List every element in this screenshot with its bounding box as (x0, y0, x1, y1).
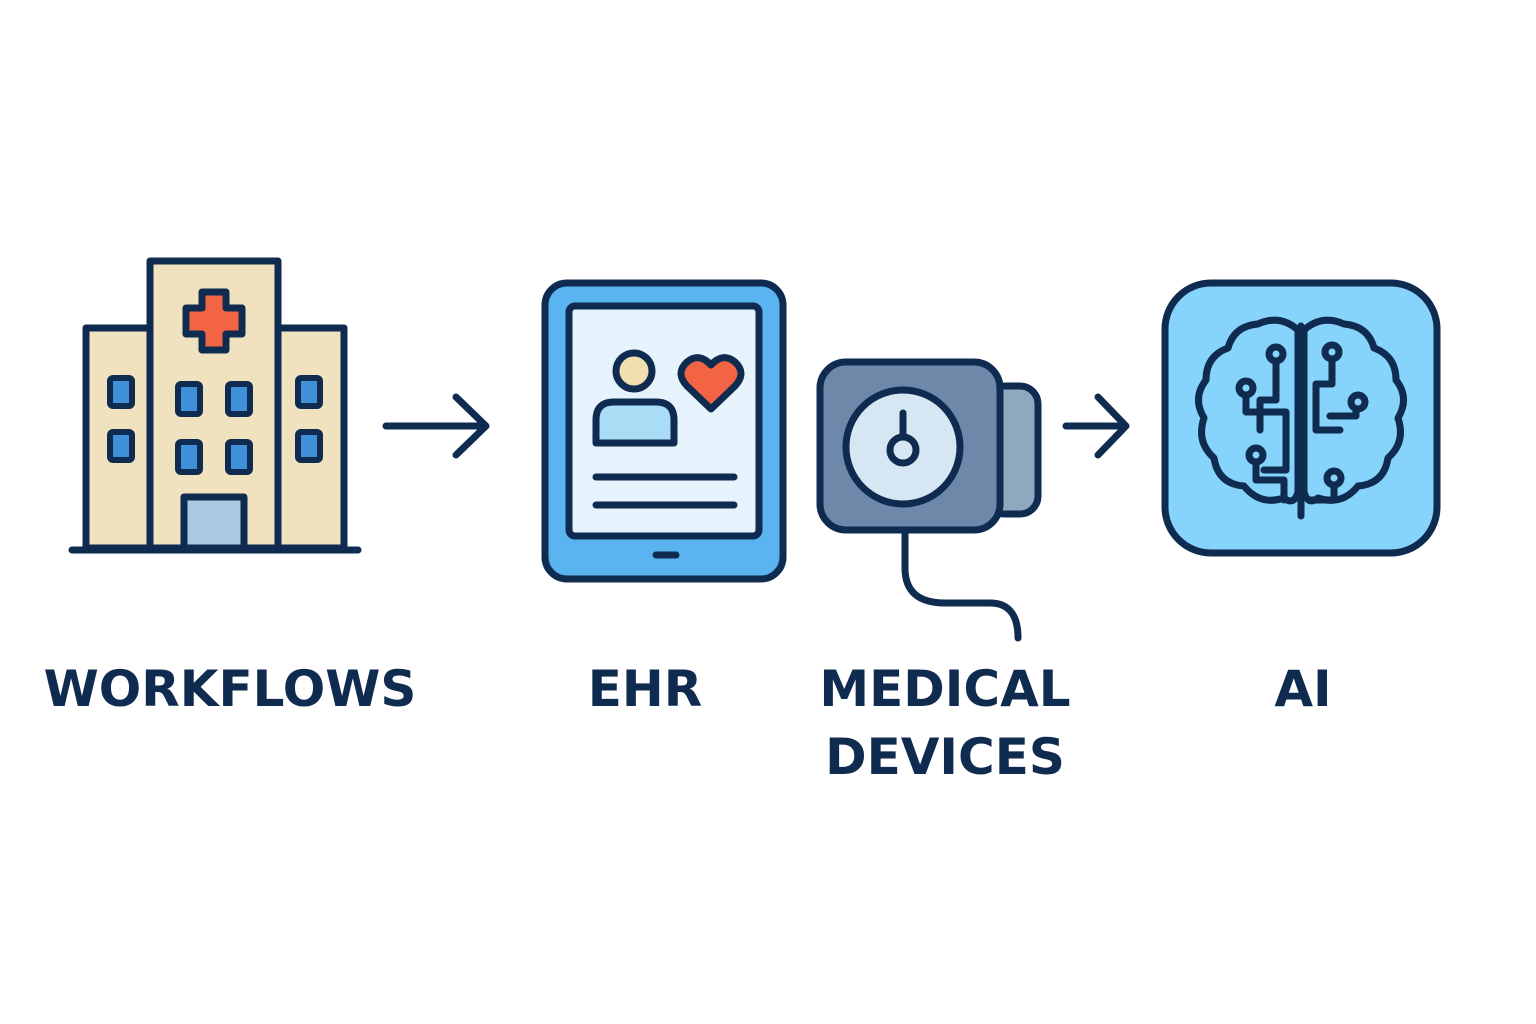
medical-devices-label-line2: DEVICES (825, 728, 1065, 786)
arrow-right-icon (382, 393, 490, 459)
blood-pressure-monitor-icon (816, 358, 1042, 642)
ai-label: AI (1274, 660, 1331, 718)
tablet-record-icon (541, 279, 787, 583)
hospital-icon (68, 257, 362, 554)
brain-circuit-icon (1161, 279, 1441, 557)
ehr-label: EHR (588, 660, 703, 718)
arrow-right-icon (1062, 393, 1130, 459)
medical-devices-label-line1: MEDICAL (819, 660, 1070, 718)
workflows-label: WORKFLOWS (44, 660, 417, 718)
